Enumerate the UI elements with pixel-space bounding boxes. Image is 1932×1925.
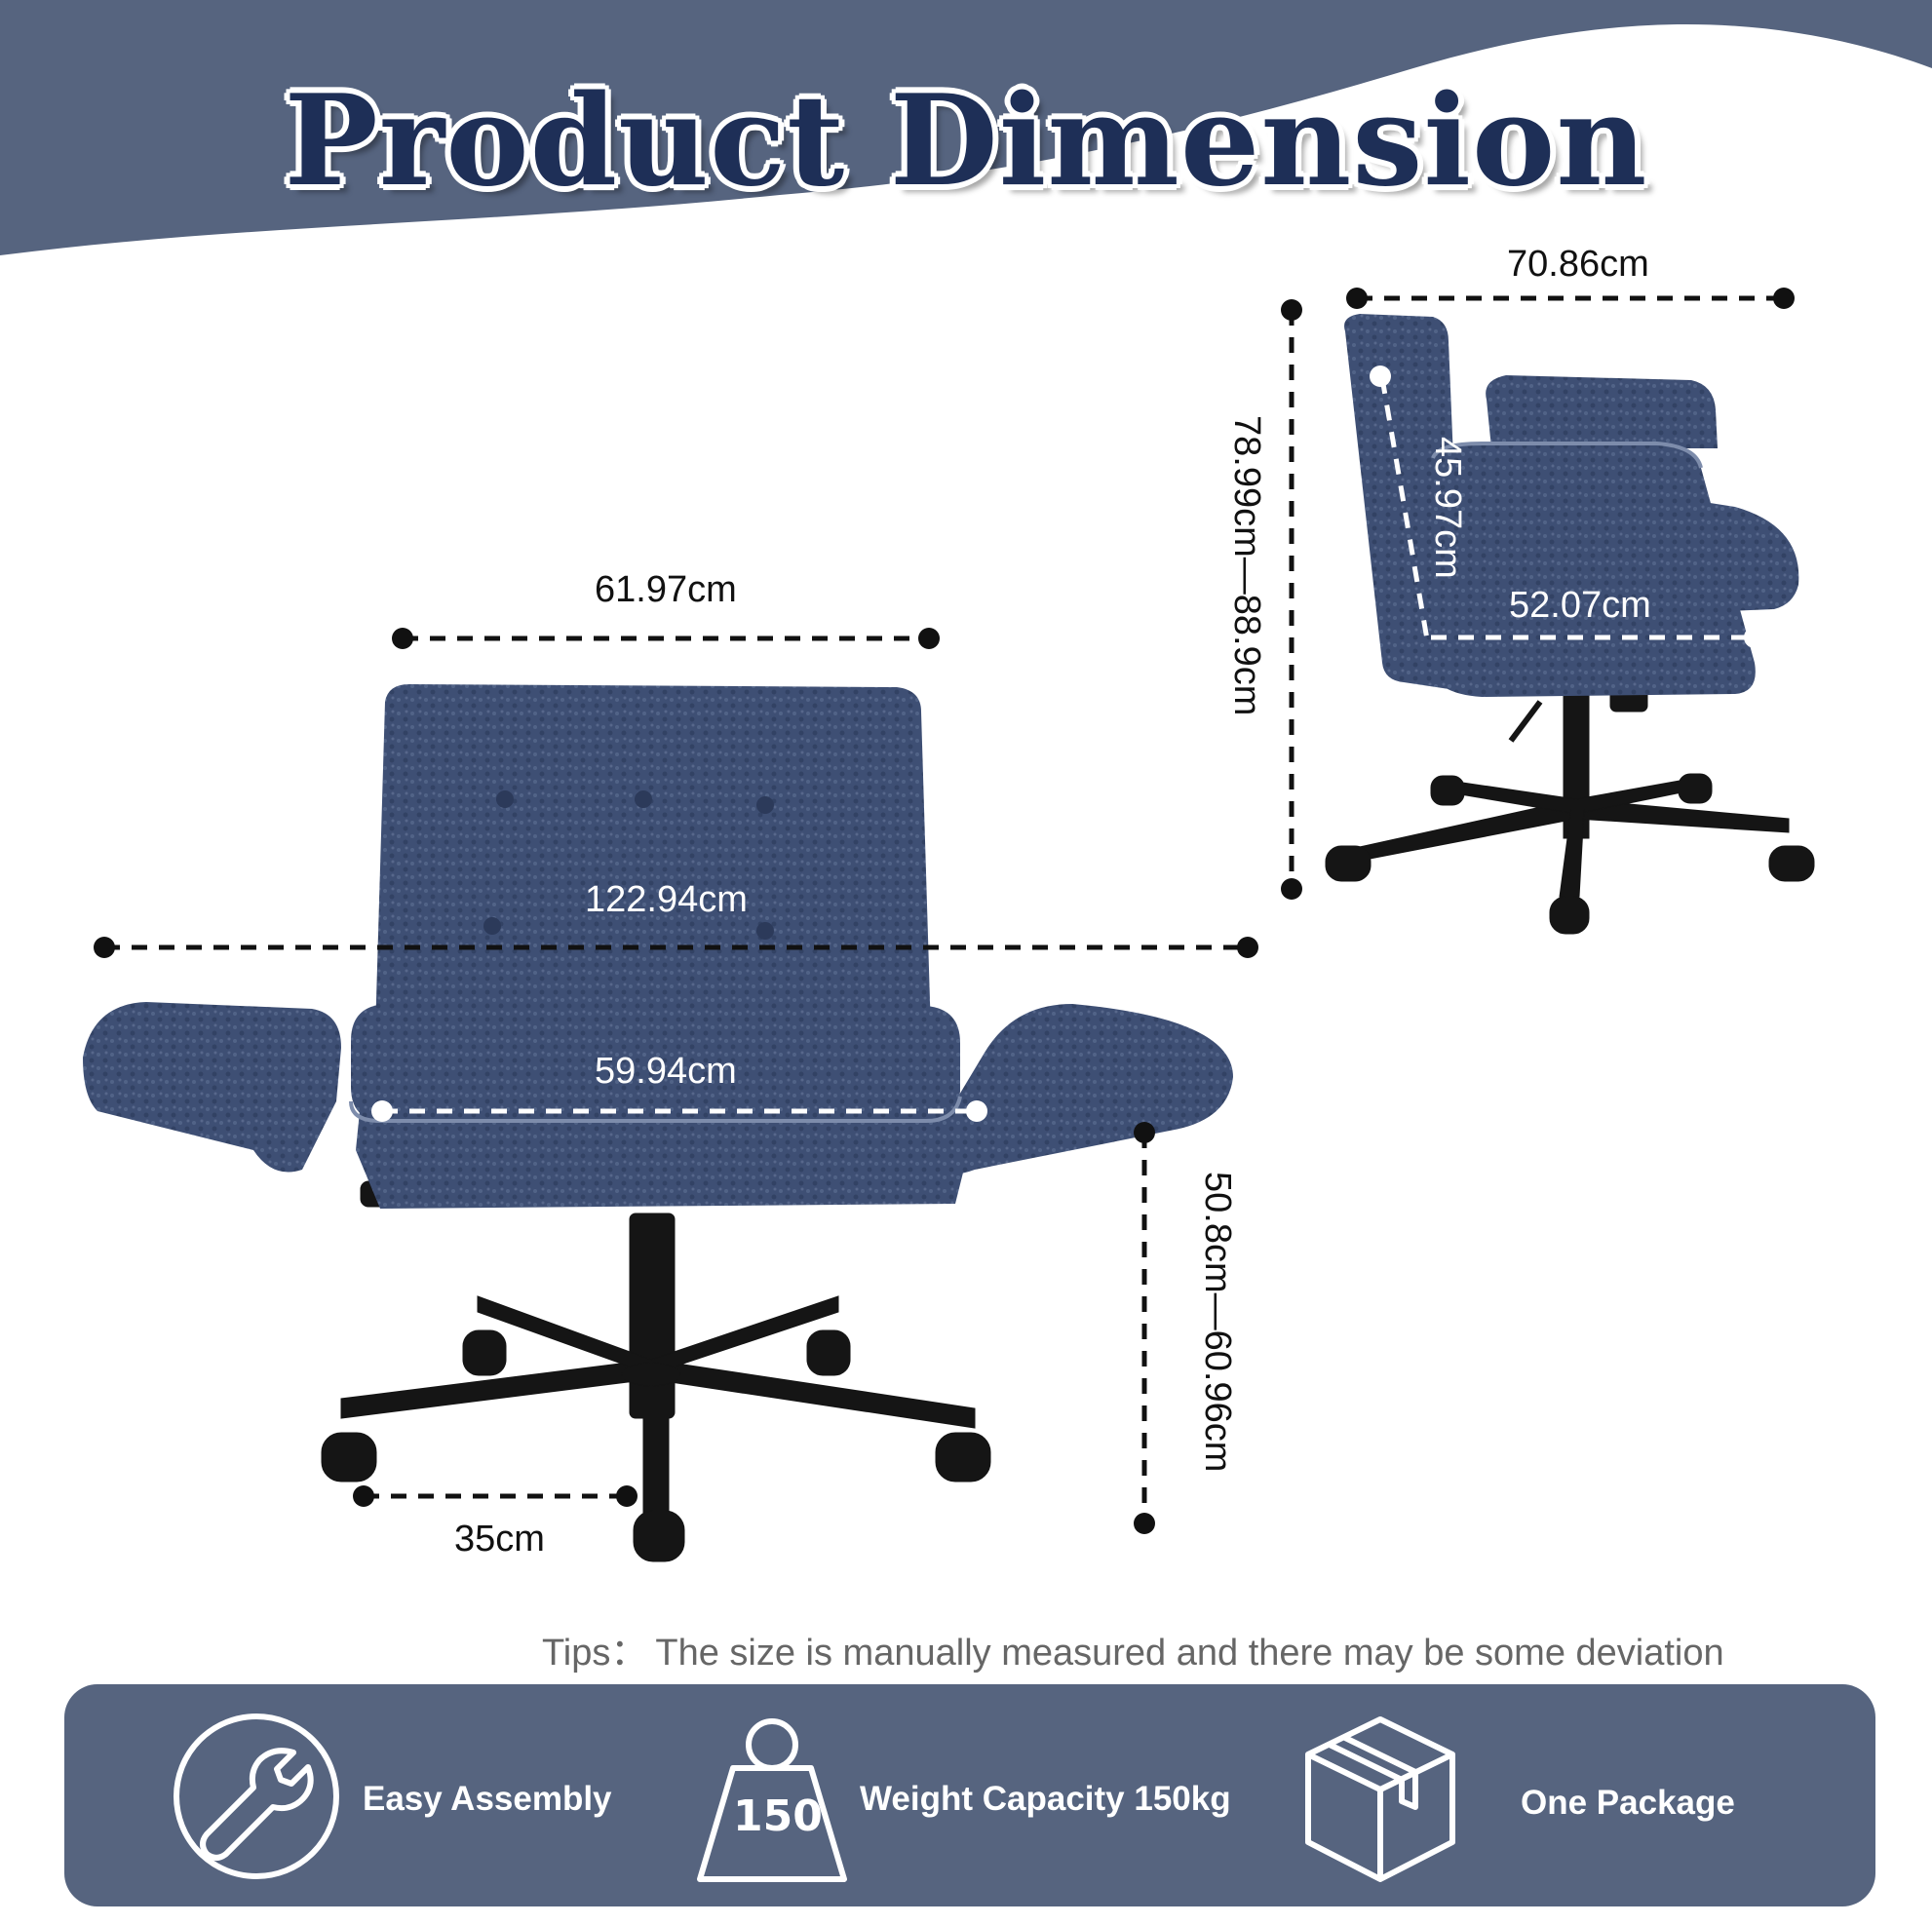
front-view-chair [83,684,1233,1562]
weight-capacity-label: Weight Capacity 150kg [860,1780,1231,1818]
feature-panel [64,1684,1875,1906]
easy-assembly-label: Easy Assembly [363,1780,612,1818]
side-seat-depth-label: 52.07cm [1509,585,1651,626]
front-total-width-label: 122.94cm [585,879,748,920]
weight-badge: 150 [733,1791,823,1841]
header-banner [0,0,1932,255]
weight-icon [697,1718,847,1882]
side-height-label: 78.99cm—88.9cm [1226,415,1267,716]
tips-text: The size is manually measured and there … [655,1633,1724,1674]
front-back-width-label: 61.97cm [595,569,737,610]
tips-note: Tips：The size is manually measured and t… [542,1622,1732,1675]
front-seat-height-label: 50.8cm—60.96cm [1197,1172,1238,1473]
side-view-chair [1325,314,1815,935]
box-icon [1305,1716,1455,1882]
one-package-label: One Package [1521,1784,1735,1822]
front-seat-width-label: 59.94cm [595,1051,737,1092]
side-depth-label: 70.86cm [1507,244,1649,285]
wrench-icon [174,1713,339,1879]
dimension-lines [104,295,1784,1523]
dimension-endpoints [94,288,1795,1534]
side-backrest-label: 45.97cm [1427,437,1468,579]
page-title: Product Dimension [284,68,1648,214]
tips-label: Tips： [542,1633,648,1674]
front-wheel-spacing-label: 35cm [454,1519,545,1559]
